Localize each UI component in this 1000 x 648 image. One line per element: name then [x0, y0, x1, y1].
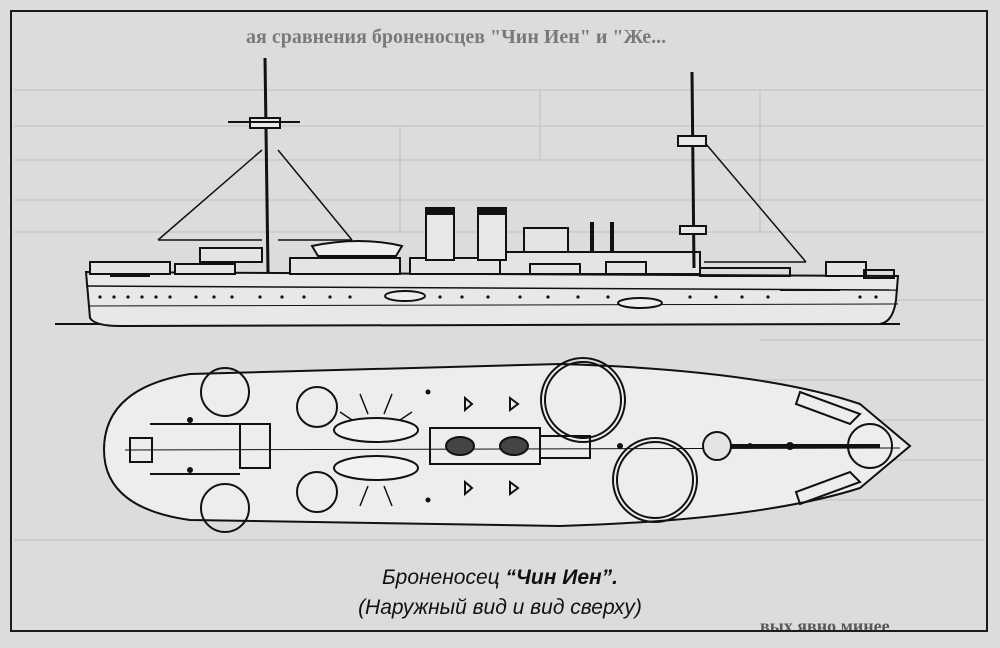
illustration-frame: [10, 10, 988, 632]
caption-ship-name: “Чин Иен”.: [505, 566, 619, 589]
figure-caption-subtitle: (Наружный вид и вид сверху): [358, 596, 642, 619]
caption-prefix: Броненосец: [381, 566, 506, 589]
footer-bleed-text: вых явно минее: [760, 616, 890, 636]
header-bleed-text: ая сравнения броненосцев "Чин Иен" и "Же…: [246, 26, 667, 48]
top-view: [102, 357, 912, 533]
figure-caption-title: Броненосец “Чин Иен”.: [0, 566, 1000, 590]
side-view: [55, 57, 900, 328]
